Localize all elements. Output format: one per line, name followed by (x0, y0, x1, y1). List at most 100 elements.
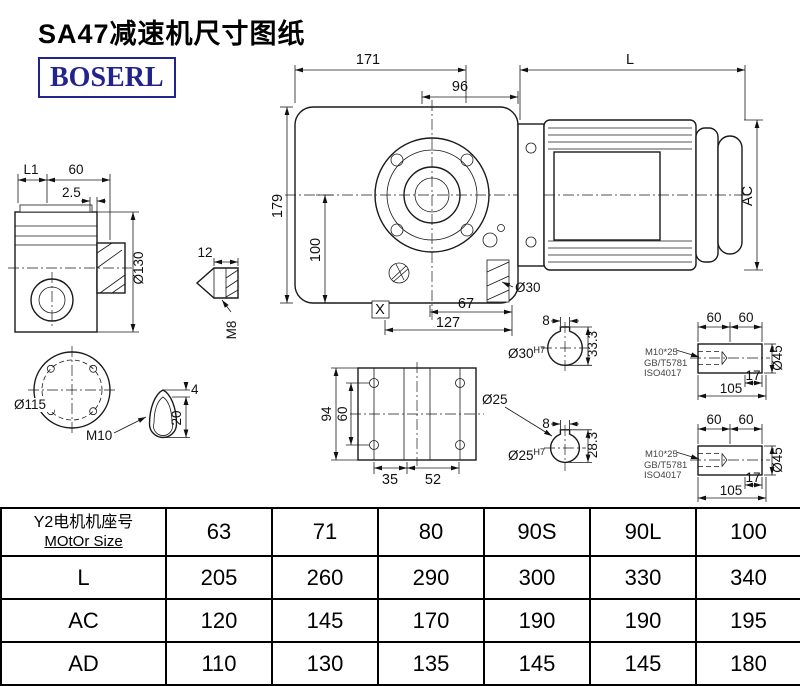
table-row-AD: AD 110 130 135 145 145 180 (0, 641, 800, 686)
table-cell: 205 (165, 555, 273, 600)
dim-100-label: 100 (308, 238, 324, 262)
row-label-L: L (0, 555, 167, 600)
dim-52-label: 52 (425, 472, 441, 488)
table-size-cell: 71 (271, 507, 379, 557)
flange-detail: Ø115 M10 (12, 346, 147, 443)
dim-94-label: 94 (319, 406, 334, 422)
table-size-cell: 63 (165, 507, 273, 557)
dim-AC-label: AC (740, 186, 756, 206)
table-cell: 330 (589, 555, 697, 600)
bore-25H7-label: Ø25H7 (508, 447, 545, 463)
table-cell: 120 (165, 598, 273, 643)
table-cell: 290 (377, 555, 485, 600)
thread-se2-label: M10*25 (645, 449, 678, 460)
dim-60a-se1-label: 60 (706, 310, 721, 325)
dim-28-3-label: 28.3 (585, 432, 600, 458)
dim-127-label: 127 (436, 315, 460, 331)
dim-L-label: L (626, 52, 634, 68)
dim-8-bore30-label: 8 (542, 313, 550, 328)
std-iso-se1-label: ISO4017 (644, 368, 682, 379)
dim-33-3-label: 33.3 (585, 331, 600, 357)
dia-115-label: Ø115 (14, 397, 46, 412)
dim-2-5-label: 2.5 (62, 185, 81, 200)
table-size-cell: 90L (589, 507, 697, 557)
table-row-AC: AC 120 145 170 190 190 195 (0, 598, 800, 643)
brand-logo: BOSERL (38, 57, 176, 98)
dia-130-label: Ø130 (131, 251, 146, 284)
dim-vertical: 179 100 AC (270, 106, 763, 304)
std-gb-se1-label: GB/T5781 (644, 358, 687, 369)
motor-view (517, 119, 748, 271)
dim-171-label: 171 (356, 52, 380, 68)
page-title: SA47减速机尺寸图纸 (38, 19, 306, 49)
dim-8-bore25-label: 8 (542, 416, 550, 431)
dim-67-label: 67 (458, 296, 474, 312)
table-size-cell: 100 (695, 507, 800, 557)
dim-60-base-label: 60 (335, 406, 350, 421)
output-shaft-boss (486, 259, 510, 303)
dim-17-se1-label: 17 (745, 368, 760, 383)
thread-M10-label: M10 (86, 428, 112, 443)
motor-dimension-table: Y2电机机座号 MOtOr Size 63 71 80 90S 90L 100 … (0, 507, 800, 686)
dim-front-bottom: 67 127 X Ø30 (371, 280, 541, 336)
row-label-AC: AC (0, 598, 167, 643)
dim-96-label: 96 (452, 79, 468, 95)
dim-20-label: 20 (169, 410, 184, 425)
motor-size-header-en: MOtOr Size (44, 532, 123, 550)
table-cell: 145 (271, 598, 379, 643)
front-view (285, 100, 535, 320)
shaft-end-detail-2: 60 60 17 105 Ø45 M10*25 GB/T5781 ISO4017 (644, 412, 785, 502)
dim-35-label: 35 (382, 472, 398, 488)
dia-25-label: Ø25 (482, 392, 508, 407)
dia-45-se1-label: Ø45 (770, 345, 785, 371)
dia-45-se2-label: Ø45 (770, 447, 785, 473)
dim-105-se2-label: 105 (720, 483, 743, 498)
std-iso-se2-label: ISO4017 (644, 470, 682, 481)
std-gb-se2-label: GB/T5781 (644, 460, 687, 471)
table-cell: 340 (695, 555, 800, 600)
dim-60a-se2-label: 60 (706, 412, 721, 427)
thread-M8-label: M8 (224, 321, 239, 340)
dim-17-se2-label: 17 (745, 470, 760, 485)
shaft-end-detail-1: 60 60 17 105 Ø45 M10*25 GB/T5781 ISO4017 (644, 310, 785, 400)
motor-fins (548, 127, 692, 263)
dim-top: 171 L 96 (294, 52, 746, 120)
table-cell: 190 (483, 598, 591, 643)
table-cell: 135 (377, 641, 485, 686)
table-row-L: L 205 260 290 300 330 340 (0, 555, 800, 600)
base-view: 94 60 35 52 (319, 362, 484, 488)
plug-detail: 12 M8 (195, 245, 239, 340)
side-view: L1 60 2.5 Ø130 (8, 162, 146, 333)
bore-30-section: 8 33.3 Ø30H7 (508, 313, 600, 374)
technical-drawing: 171 L 96 179 100 AC (8, 52, 785, 502)
motor-size-header-cell: Y2电机机座号 MOtOr Size (0, 507, 167, 557)
dim-60-side-label: 60 (68, 162, 83, 177)
key-detail: 4 20 (148, 382, 199, 439)
table-size-cell: 90S (483, 507, 591, 557)
dim-4-label: 4 (191, 382, 199, 397)
dim-60b-se1-label: 60 (738, 310, 753, 325)
table-cell: 300 (483, 555, 591, 600)
row-label-AD: AD (0, 641, 167, 686)
thread-se1-label: M10*25 (645, 347, 678, 358)
table-cell: 110 (165, 641, 273, 686)
table-cell: 180 (695, 641, 800, 686)
motor-size-header-cn: Y2电机机座号 (33, 513, 134, 531)
dim-179-label: 179 (270, 194, 286, 218)
dim-L1-label: L1 (23, 162, 38, 177)
table-size-cell: 80 (377, 507, 485, 557)
table-cell: 260 (271, 555, 379, 600)
dim-12-label: 12 (197, 245, 212, 260)
dia-30-label: Ø30 (515, 280, 541, 295)
table-header-row: Y2电机机座号 MOtOr Size 63 71 80 90S 90L 100 (0, 507, 800, 557)
dim-60b-se2-label: 60 (738, 412, 753, 427)
dim-105-se1-label: 105 (720, 381, 743, 396)
table-cell: 190 (589, 598, 697, 643)
table-cell: 195 (695, 598, 800, 643)
bore-25-section: 8 28.3 Ø25H7 Ø25 (482, 392, 600, 471)
bore-30H7-label: Ø30H7 (508, 345, 545, 361)
table-cell: 170 (377, 598, 485, 643)
table-cell: 130 (271, 641, 379, 686)
table-cell: 145 (483, 641, 591, 686)
